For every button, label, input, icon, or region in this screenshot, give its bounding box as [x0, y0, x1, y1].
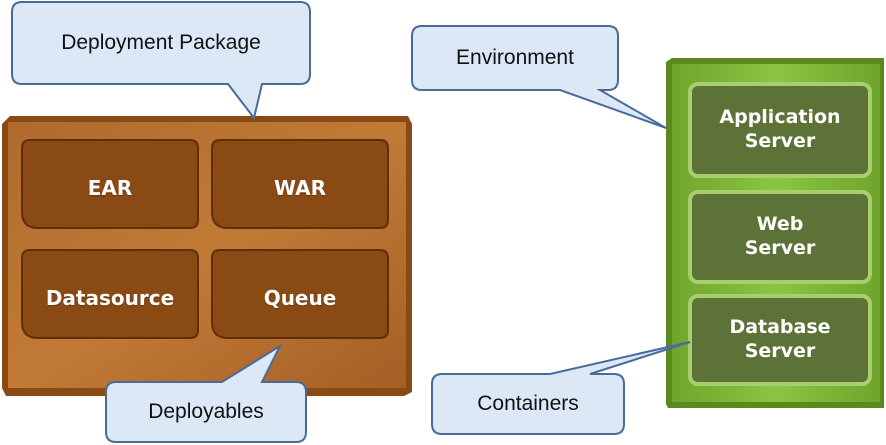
server-tile-database	[688, 294, 872, 386]
package-tile-war	[211, 139, 389, 229]
deployables-callout-text: Deployables	[148, 400, 264, 423]
package-tile-queue	[211, 249, 389, 339]
callout-environment	[411, 25, 667, 129]
callout-containers	[431, 341, 691, 435]
callout-deployables	[105, 343, 307, 443]
package-tile-datasource	[21, 249, 199, 339]
callout-deployment-package	[11, 1, 311, 121]
environment-callout-text: Environment	[456, 46, 574, 69]
containers-callout-text: Containers	[477, 392, 579, 415]
server-tile-application	[688, 82, 872, 178]
server-tile-web	[688, 190, 872, 284]
deployment-package-callout-text: Deployment Package	[61, 31, 261, 54]
package-tile-ear	[21, 139, 199, 229]
